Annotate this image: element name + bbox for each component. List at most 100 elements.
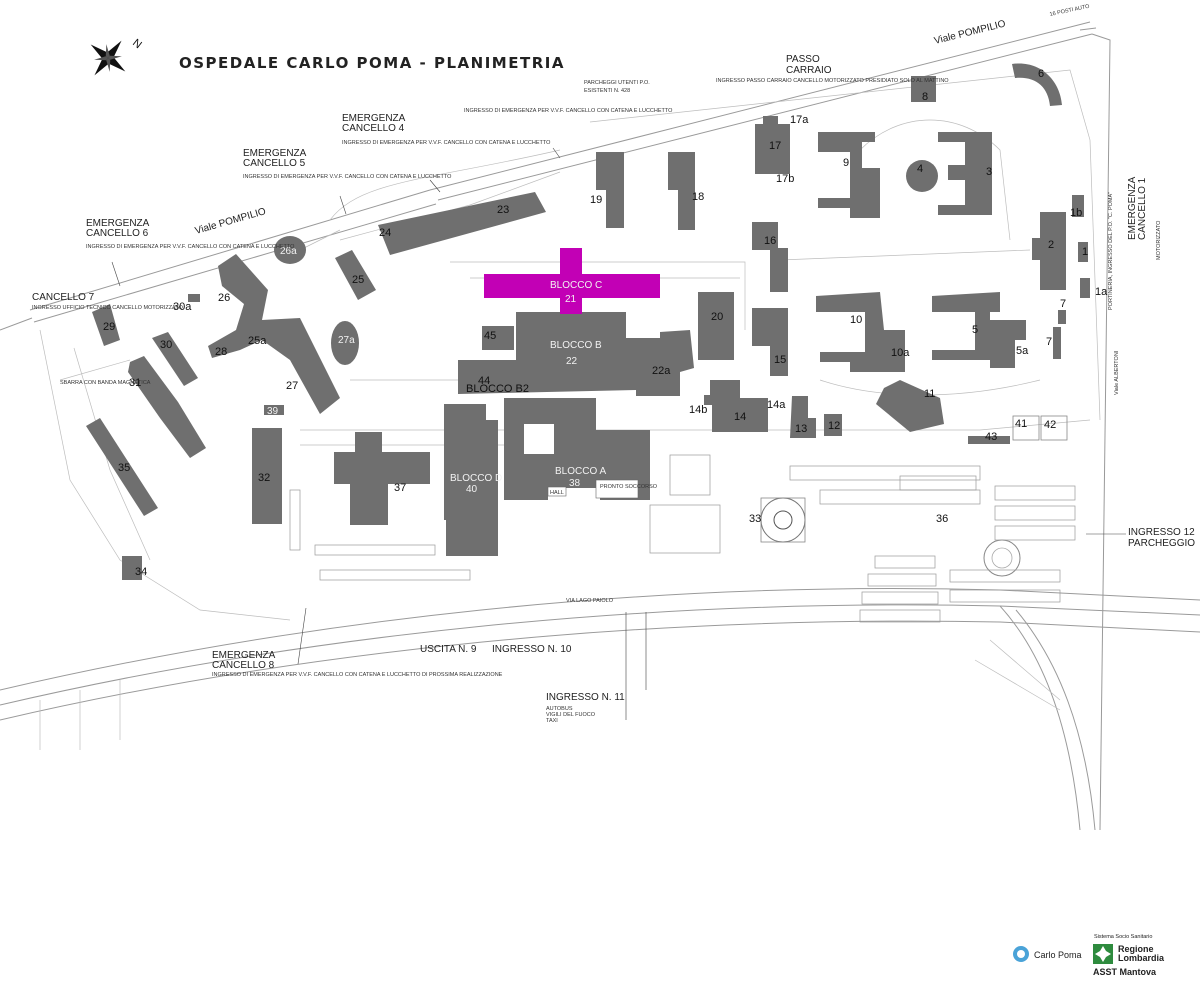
building-23[interactable] (378, 192, 546, 255)
building-26-27[interactable] (208, 254, 340, 414)
label-33: 33 (749, 513, 761, 525)
building-19[interactable] (596, 152, 624, 228)
building-6[interactable] (1012, 63, 1062, 106)
building-14[interactable] (704, 380, 768, 432)
vvf-note-top: INGRESSO DI EMERGENZA PER V.V.F. CANCELL… (464, 108, 673, 114)
building-39[interactable] (264, 405, 284, 415)
building-20[interactable] (698, 292, 734, 360)
label-1a: 1a (1095, 286, 1108, 298)
building-17[interactable] (755, 124, 790, 174)
blocco-a[interactable] (504, 398, 650, 500)
blocco-a-number: 38 (569, 478, 581, 489)
building-7b[interactable] (1053, 327, 1061, 359)
building-11[interactable] (876, 380, 944, 432)
label-32: 32 (258, 472, 270, 484)
label-25a: 25a (248, 335, 267, 347)
building-9[interactable] (818, 132, 880, 218)
blocco-b[interactable] (458, 312, 694, 396)
building-13[interactable] (790, 396, 816, 438)
asst-mantova-text: ASST Mantova (1093, 967, 1157, 977)
helipad-icon (760, 497, 806, 543)
parcheggi-count: ESISTENTI N. 428 (584, 88, 630, 94)
label-8: 8 (922, 91, 928, 103)
building-27a[interactable] (331, 321, 359, 365)
building-1b[interactable] (1072, 195, 1084, 217)
street-viale-pompilio-top: Viale POMPILIO (933, 18, 1007, 46)
label-19: 19 (590, 194, 602, 206)
label-27: 27 (286, 380, 298, 392)
label-7a: 7 (1060, 298, 1066, 310)
blocco-c-highlight[interactable] (484, 248, 660, 314)
building-26a[interactable] (274, 236, 306, 264)
building-18[interactable] (668, 152, 695, 230)
label-37: 37 (394, 482, 406, 494)
building-5[interactable] (932, 292, 1026, 368)
building-34[interactable] (122, 556, 142, 580)
map-title: OSPEDALE CARLO POMA - PLANIMETRIA (179, 54, 565, 72)
building-10[interactable] (816, 292, 905, 372)
sistema-socio-sanitario: Sistema Socio Sanitario (1094, 934, 1152, 940)
building-29[interactable] (92, 304, 120, 346)
ingresso-10-label: INGRESSO N. 10 (492, 644, 572, 655)
carlo-poma-logo-text: Carlo Poma (1034, 950, 1082, 960)
building-41[interactable] (1012, 415, 1040, 441)
blocco-c-number: 21 (565, 294, 577, 305)
label-10: 10 (850, 314, 862, 326)
building-4[interactable] (906, 160, 938, 192)
building-12[interactable] (824, 414, 842, 436)
portineria-label: PORTINERIA, INGRESSO DEL P.O. "C. POMA" (1108, 192, 1114, 310)
label-17: 17 (769, 140, 781, 152)
building-7a[interactable] (1058, 310, 1066, 324)
blocco-d[interactable] (444, 404, 498, 556)
label-43: 43 (985, 431, 997, 443)
label-35: 35 (118, 462, 130, 474)
building-42[interactable] (1040, 415, 1068, 441)
street-lago-paiolo: VIA LAGO PAIOLO (566, 598, 614, 604)
label-44: 44 (478, 375, 490, 387)
building-30[interactable] (152, 332, 198, 386)
building-8[interactable] (911, 76, 936, 102)
label-36: 36 (936, 513, 948, 525)
label-22a: 22a (652, 365, 671, 377)
building-labels: 1 1a 1b 2 3 4 5 5a 6 7 7 8 9 10 10a 11 1… (103, 68, 1108, 578)
label-17b: 17b (776, 173, 794, 185)
label-41: 41 (1015, 418, 1027, 430)
blocco-d-label: BLOCCO D (450, 473, 502, 484)
label-42: 42 (1044, 419, 1056, 431)
building-1a[interactable] (1080, 278, 1090, 298)
ingresso-11-label: INGRESSO N. 11 (546, 692, 625, 703)
building-25[interactable] (335, 250, 376, 300)
label-30: 30 (160, 339, 172, 351)
building-16[interactable] (752, 222, 788, 292)
building-37[interactable] (334, 432, 430, 525)
label-3: 3 (986, 166, 992, 178)
blocco-b-label: BLOCCO B (550, 340, 602, 351)
label-5a: 5a (1016, 345, 1029, 357)
buildings-layer (86, 63, 1090, 580)
label-2: 2 (1048, 239, 1054, 251)
label-1b: 1b (1070, 207, 1082, 219)
building-3[interactable] (938, 132, 992, 215)
cancello6-note: INGRESSO DI EMERGENZA PER V.V.F. CANCELL… (86, 244, 295, 250)
cancello1-label: EMERGENZACANCELLO 1 (1127, 176, 1148, 240)
building-45[interactable] (482, 326, 514, 350)
motorizzato-label: MOTORIZZATO (1156, 220, 1162, 260)
building-30a[interactable] (188, 294, 200, 302)
label-26a: 26a (280, 246, 297, 257)
label-7b: 7 (1046, 336, 1052, 348)
building-35[interactable] (86, 418, 158, 516)
building-32[interactable] (252, 428, 282, 524)
north-label: N (130, 37, 144, 51)
blocco-a-label: BLOCCO A (555, 466, 606, 477)
building-15[interactable] (752, 308, 788, 376)
building-43[interactable] (968, 436, 1010, 444)
building-2[interactable] (1032, 212, 1066, 290)
building-1[interactable] (1078, 242, 1088, 262)
building-31[interactable] (128, 356, 206, 458)
